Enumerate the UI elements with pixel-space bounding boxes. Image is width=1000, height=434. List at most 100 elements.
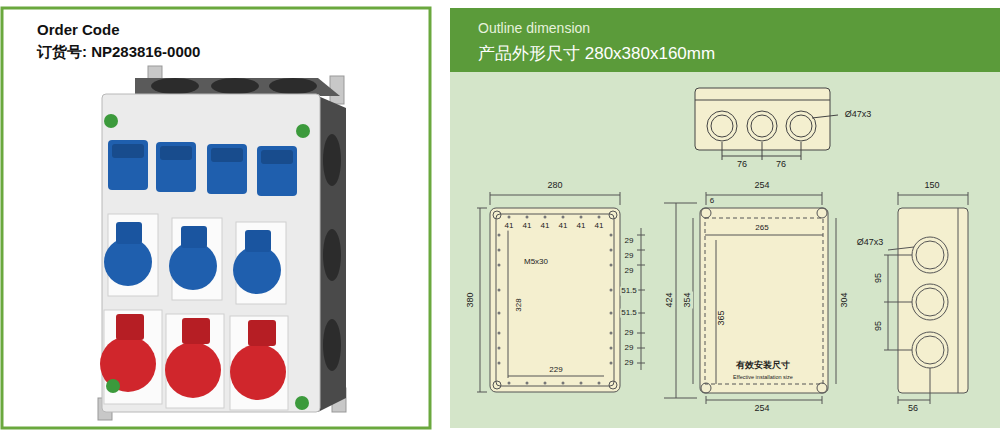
product-illustration-part [160,146,192,160]
dimension-label: 41 [504,222,515,231]
side-view-part [958,208,959,393]
back-view-part [498,362,501,365]
dimension-label: 95 [874,320,884,332]
dimension-label: 29 [624,252,635,261]
product-illustration-part [156,142,196,192]
product-illustration-part [269,78,317,94]
dimension-label: 380 [466,291,476,308]
mounting-view-part [664,203,697,204]
mounting-view-part [706,195,822,196]
back-view-part [508,382,511,385]
side-view-part [912,237,948,273]
back-view-part [580,216,583,219]
dimension-label: 41 [540,222,551,231]
top-view-part [801,142,802,160]
left-panel [2,8,430,428]
back-view-part [526,382,529,385]
back-view-part [637,250,645,251]
side-view-part [916,241,944,269]
top-view-part [722,156,801,157]
dimension-label: 76 [775,160,787,170]
back-view-part [477,208,487,209]
dimension-label: 76 [736,160,748,170]
back-view-part [637,265,645,266]
product-illustration-part [296,124,310,138]
product-illustration-part [295,396,309,410]
dimension-label: 354 [683,291,693,308]
dimension-label: 29 [624,267,635,276]
back-view-part [526,216,529,219]
back-view-part [637,333,645,334]
dimension-label: 41 [522,222,533,231]
product-illustration-part [233,246,281,294]
order-code-heading: Order Code [36,22,121,39]
back-view-part [508,228,509,378]
side-view-part [930,368,931,404]
dimension-label: 150 [923,181,940,191]
product-illustration-part [323,319,341,371]
dimension-label: 280 [546,181,563,191]
back-view-part [610,347,613,350]
side-view-part [912,284,948,320]
product-illustration-part [323,229,341,281]
side-view-part [888,255,889,350]
product-illustration-part [165,342,221,398]
dimension-label: 254 [753,181,770,191]
dimension-label: 41 [594,222,605,231]
back-view-part [641,228,642,370]
back-view-part [610,312,613,315]
back-view-part [562,382,565,385]
product-illustration-part [166,314,224,408]
dimension-label: 29 [624,329,635,338]
back-view-part [610,362,613,365]
side-view-part [916,336,944,364]
mounting-view-part [705,218,823,384]
back-view-part [637,363,645,364]
top-view-part [812,115,838,118]
product-illustration-part [248,320,276,346]
back-view-part [498,234,501,237]
dimension-label: 51.5 [620,287,638,296]
dimension-label: 424 [665,291,675,308]
back-view-part [498,289,501,292]
left-panel-part [2,8,430,428]
dimension-label: 304 [840,291,850,308]
back-view-part [493,381,501,389]
back-view-part [508,216,511,219]
back-view-part [637,348,645,349]
header-title: Outline dimension [478,20,1000,36]
back-view-part [508,376,604,377]
dimension-label: 95 [874,272,884,284]
mounting-view-part [706,400,822,401]
top-view-part [695,88,830,150]
product-illustration-part [151,78,199,94]
dimension-label: 41 [576,222,587,231]
back-view [477,192,645,392]
product-illustration [98,66,346,420]
order-number: 订货号: NP283816-0000 [36,44,201,61]
dimension-label: 229 [548,366,563,375]
product-illustration-part [181,226,207,248]
top-view-part [790,115,812,137]
back-view-part [610,289,613,292]
side-view-part [898,400,930,401]
back-view-part [637,290,645,291]
product-illustration-part [100,336,156,392]
back-view-part [544,382,547,385]
dimension-label: Ø47x3 [844,110,873,120]
header-subtitle: 产品外形尺寸 280x380x160mm [478,42,1000,65]
back-view-part [598,382,601,385]
top-view-part [751,115,773,137]
product-illustration-part [116,314,144,340]
product-illustration-part [135,78,340,96]
top-view-part [707,111,737,141]
side-view-part [898,192,899,205]
side-view-part [968,192,969,205]
side-view-part [916,288,944,316]
side-view-part [888,247,914,250]
dimension-label: 29 [624,344,635,353]
product-illustration-part [211,78,259,94]
mounting-view-part [706,192,707,205]
product-illustration-part [257,146,297,196]
